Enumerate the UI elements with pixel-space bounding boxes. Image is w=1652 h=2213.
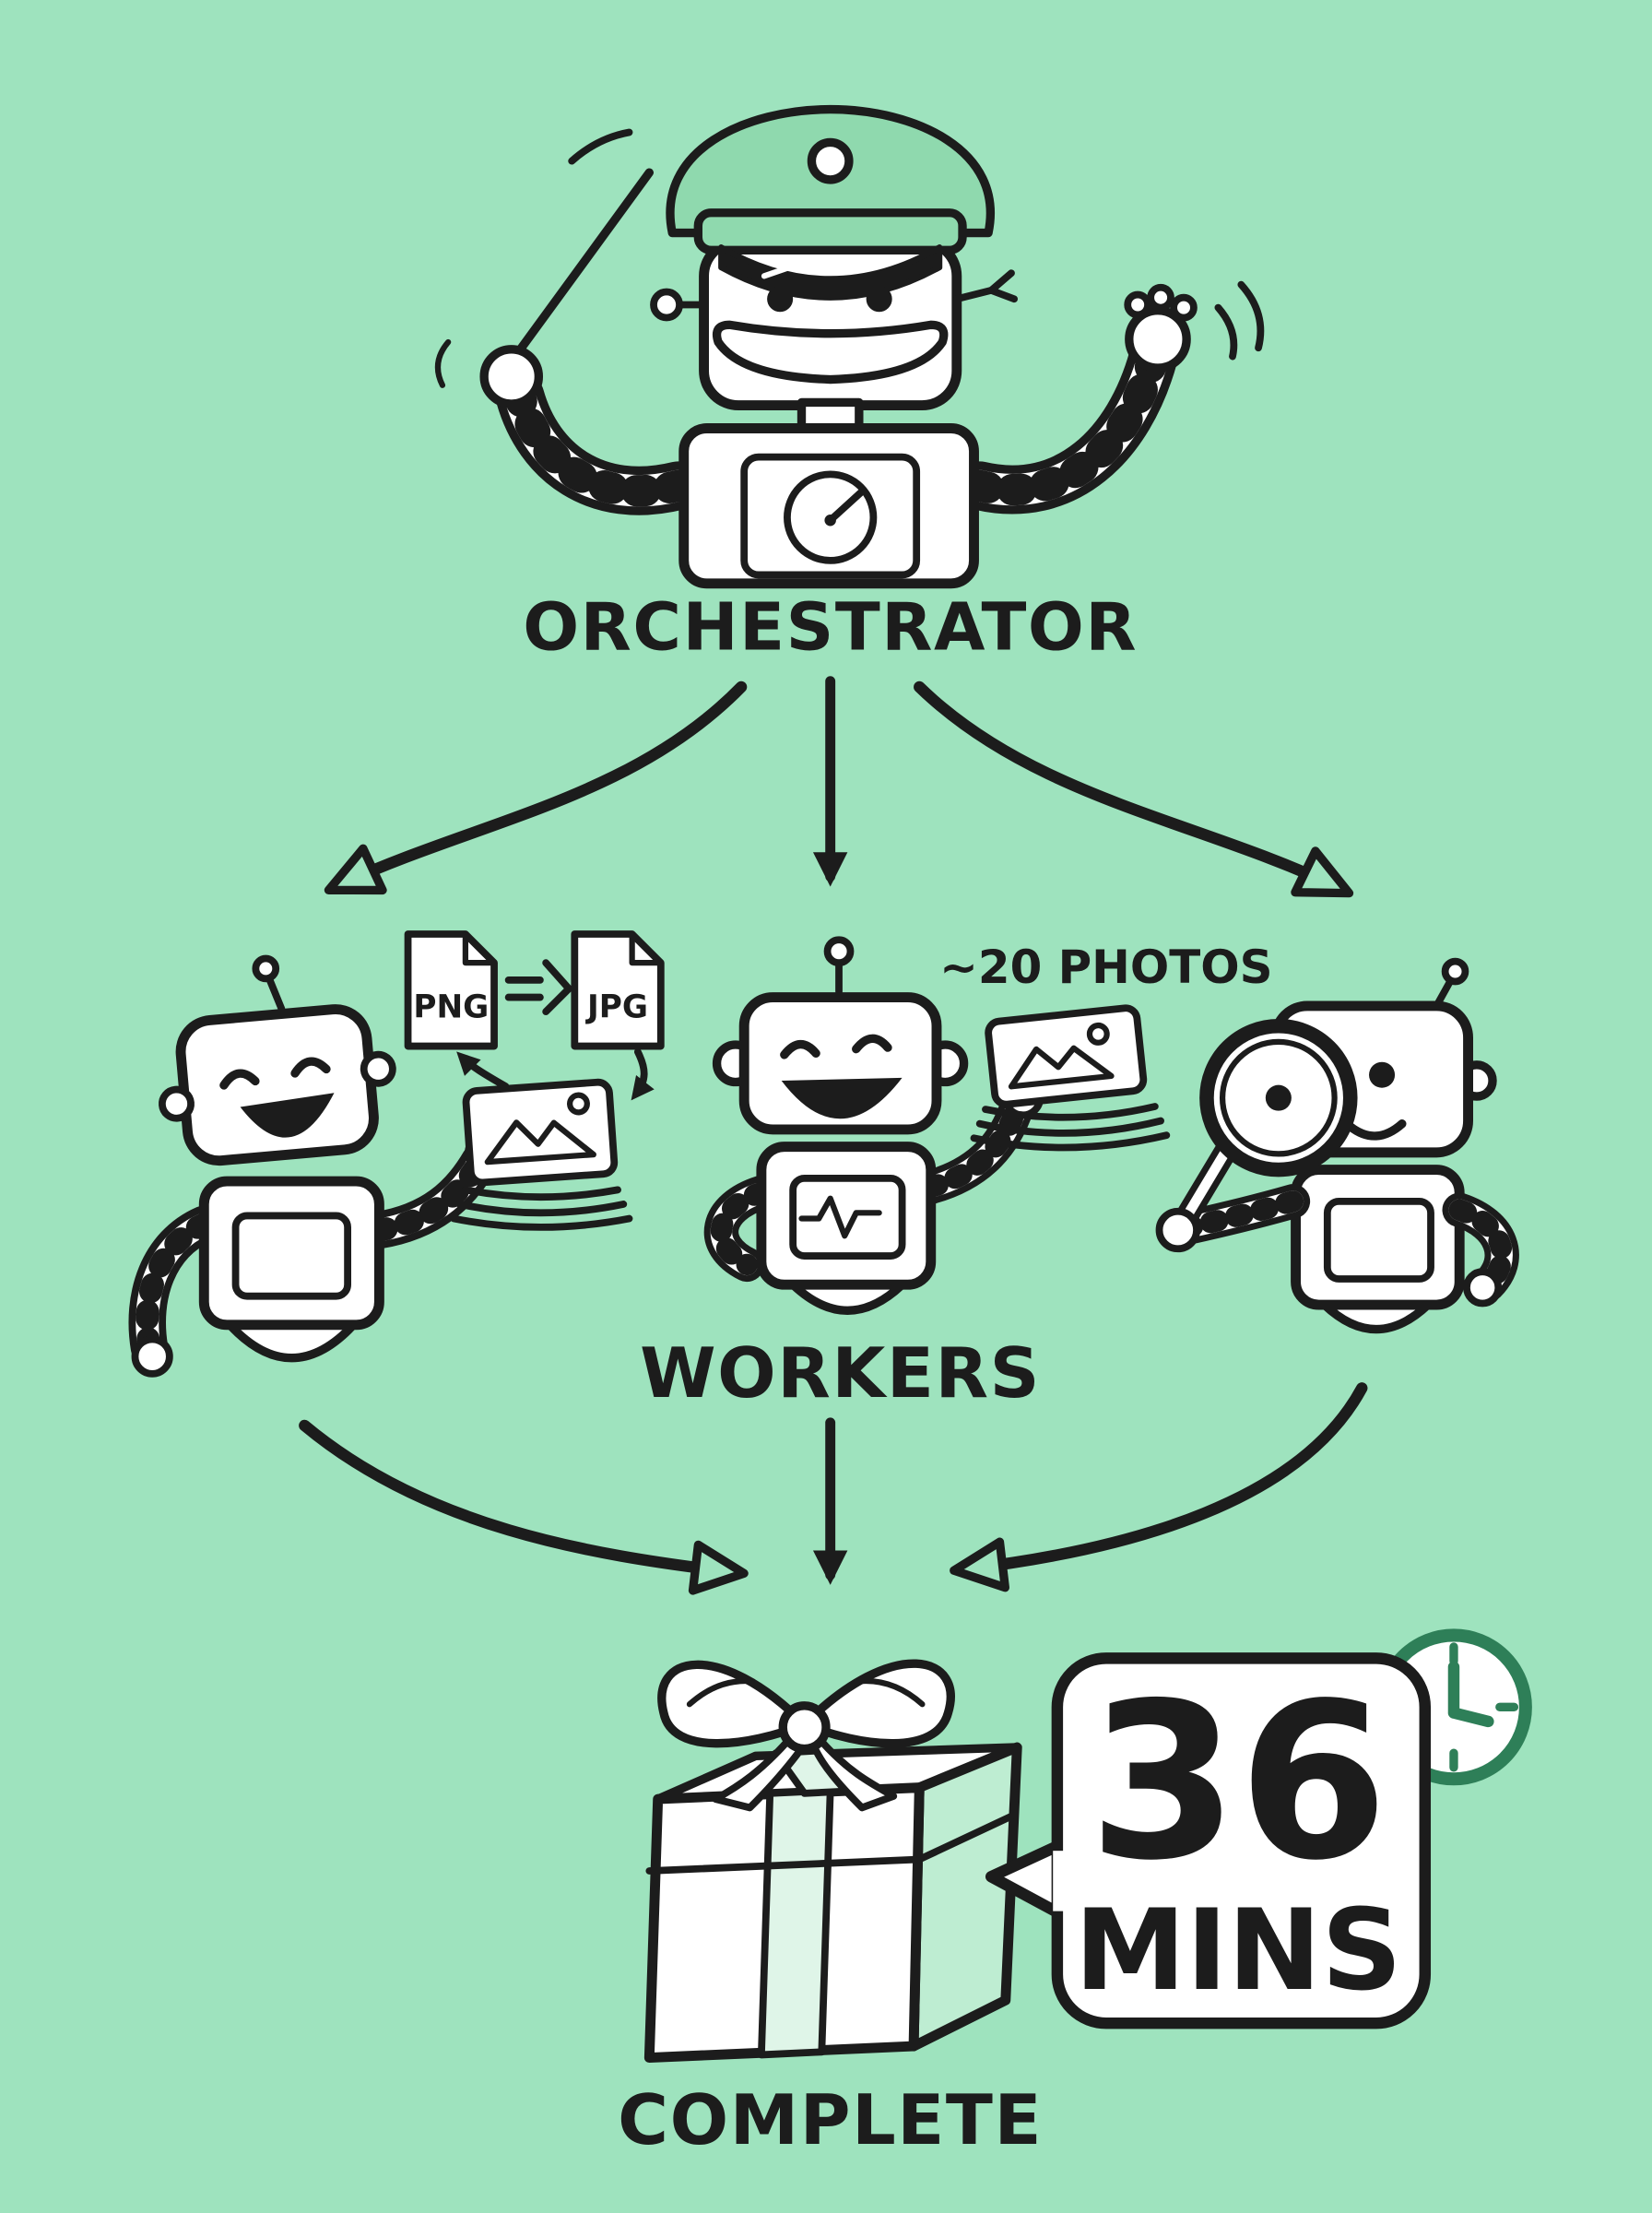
file-conversion: PNG JPG xyxy=(404,930,665,1101)
orchestrator-left-arm xyxy=(479,345,702,515)
fanout-arrows xyxy=(324,676,1354,898)
png-file-icon: PNG xyxy=(404,930,498,1050)
minutes-value: 36 xyxy=(1089,1657,1388,1908)
speech-bubble: 36 MINS xyxy=(985,1652,1432,2030)
fanin-arrow-left xyxy=(299,1419,749,1595)
worker-right-base xyxy=(1320,1300,1433,1334)
worker-middle-left-arm xyxy=(703,1175,779,1283)
orchestrator-face xyxy=(712,286,949,385)
worker-right-screen xyxy=(1323,1197,1434,1283)
worker-left-left-arm xyxy=(128,1205,223,1378)
gauge-icon xyxy=(740,453,921,579)
complete-label: COMPLETE xyxy=(618,2080,1043,2160)
stack-to-png-arrow xyxy=(456,1051,510,1091)
worker-right-robot xyxy=(1155,957,1519,1334)
ribbon-front xyxy=(757,1786,834,2059)
fanout-arrow-left xyxy=(324,680,748,895)
gift-box-icon xyxy=(643,1659,1022,2064)
orchestrator-label: ORCHESTRATOR xyxy=(523,587,1138,665)
orchestrator-right-arm xyxy=(955,280,1265,515)
orchestrator-robot xyxy=(434,104,1265,589)
minutes-unit: MINS xyxy=(1075,1885,1402,2016)
worker-middle-robot xyxy=(703,936,1171,1315)
photo-stack-icon xyxy=(450,1078,633,1231)
worker-middle-base xyxy=(788,1280,907,1315)
baton-icon xyxy=(434,128,655,390)
worker-middle-screen xyxy=(789,1175,906,1260)
magnifier-icon xyxy=(1155,1018,1358,1253)
jpg-to-stack-arrow xyxy=(631,1047,655,1101)
heartbeat-icon xyxy=(798,1195,882,1239)
worker-left-base xyxy=(225,1320,359,1363)
convert-arrow-icon xyxy=(504,959,572,1016)
jpg-label: JPG xyxy=(585,988,648,1025)
conductor-cap-icon xyxy=(666,104,995,301)
fanin-arrows xyxy=(299,1382,1368,1595)
workers-label: WORKERS xyxy=(640,1333,1041,1414)
worker-right-right-arm xyxy=(1442,1192,1519,1308)
worker-left-screen xyxy=(231,1212,351,1300)
fanin-arrow-right xyxy=(950,1382,1368,1592)
bow-icon xyxy=(657,1659,955,1812)
orchestrator-antenna-icon xyxy=(650,269,1019,322)
worker-left-head xyxy=(175,1004,379,1166)
worker-left-robot xyxy=(128,954,633,1378)
photo-stack-icon xyxy=(970,1004,1171,1152)
fanout-arrow-right xyxy=(914,680,1354,898)
jpg-file-icon: JPG xyxy=(571,930,665,1050)
worker-middle-head xyxy=(738,992,942,1135)
png-label: PNG xyxy=(413,988,489,1025)
photos-count-label: ~20 PHOTOS xyxy=(939,941,1272,994)
